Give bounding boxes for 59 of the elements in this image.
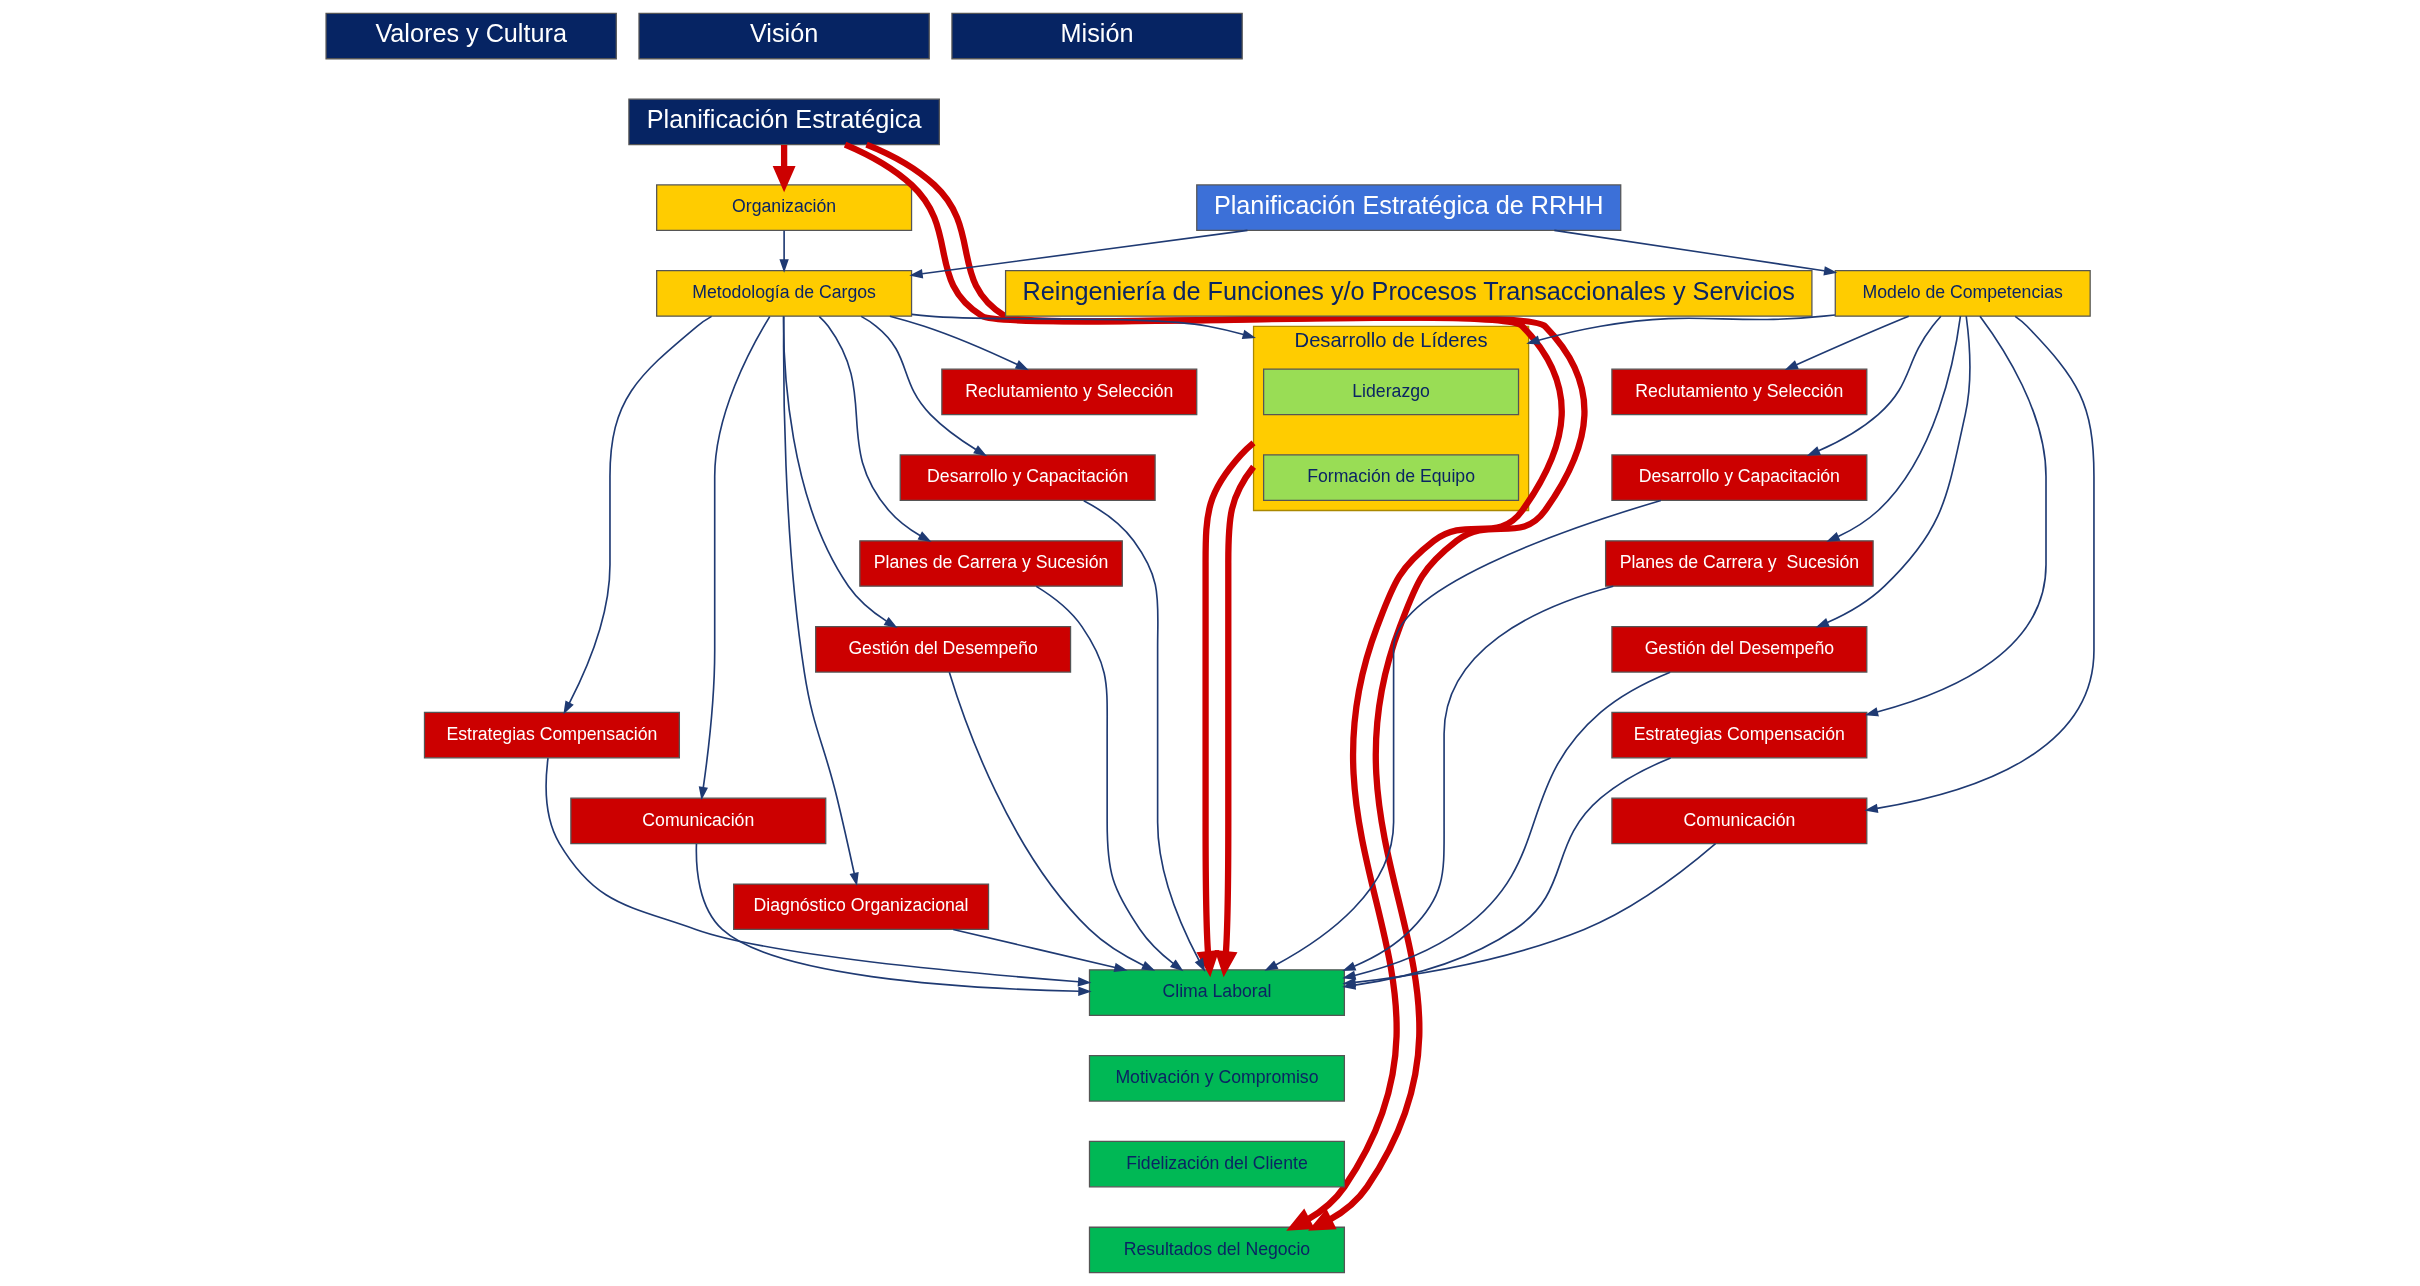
node-box: Reclutamiento y Selección — [941, 368, 1198, 416]
arrow — [1806, 315, 1942, 456]
arrow — [1214, 464, 1257, 978]
node-box: Metodología de Cargos — [656, 270, 913, 317]
arrow — [1342, 585, 1615, 971]
arrow — [1196, 440, 1256, 978]
node-box: Motivación y Compromiso — [1088, 1055, 1346, 1102]
arrow — [1553, 229, 1838, 276]
arrow — [952, 928, 1128, 972]
arrow — [1864, 315, 2047, 717]
arrow — [1342, 842, 1717, 987]
arrow — [909, 229, 1249, 279]
node-box: Estrategias Compensación — [1611, 711, 1868, 759]
arrow — [545, 757, 1092, 987]
arrow — [1082, 499, 1206, 972]
arrow — [1864, 315, 2095, 813]
node-box: Planificación Estratégica de RRHH — [1196, 184, 1622, 231]
node-box: Organización — [656, 184, 913, 231]
node-box: Comunicación — [570, 797, 827, 845]
arrow — [1526, 314, 1836, 345]
arrow — [860, 315, 988, 457]
node-box: Desarrollo y Capacitación — [1611, 454, 1868, 502]
node-box: Fidelización del Cliente — [1088, 1140, 1346, 1188]
node-box: Modelo de Competencias — [1834, 270, 2091, 317]
node-box: Misión — [951, 12, 1243, 60]
arrow — [779, 229, 789, 273]
arrow — [695, 843, 1092, 996]
arrow — [889, 315, 1029, 371]
node-box: Planificación Estratégica — [628, 98, 940, 146]
arrow — [563, 315, 713, 715]
node-box: Comunicación — [1611, 797, 1868, 845]
node-box: Formación de Equipo — [1263, 454, 1520, 502]
arrow — [1342, 671, 1671, 980]
arrow — [782, 315, 859, 887]
arrow — [782, 315, 898, 628]
node-box: Planes de Carrera y Sucesión — [859, 540, 1123, 587]
node-box: Valores y Cultura — [325, 12, 617, 60]
node-box: Reclutamiento y Selección — [1611, 368, 1868, 416]
arrow — [772, 145, 796, 193]
arrow — [818, 315, 932, 542]
node-box: Estrategias Compensación — [423, 711, 680, 759]
arrow — [1826, 315, 1962, 542]
node-box: Desarrollo y Capacitación — [899, 454, 1156, 502]
arrow — [911, 313, 1256, 339]
arrow — [1784, 315, 1910, 371]
node-box: Liderazgo — [1263, 368, 1520, 416]
node-box: Reingeniería de Funciones y/o Procesos Transaccionales y Servicios — [1004, 270, 1813, 317]
arrow — [1815, 315, 1971, 628]
arrow — [948, 671, 1156, 971]
node-box: Gestión del Desempeño — [815, 625, 1072, 673]
arrow — [1264, 499, 1662, 971]
node-box: Resultados del Negocio — [1088, 1226, 1346, 1274]
node-box: Gestión del Desempeño — [1611, 625, 1868, 673]
node-box: Diagnóstico Organizacional — [733, 883, 990, 931]
node-box: Clima Laboral — [1088, 969, 1346, 1016]
node-box: Visión — [638, 12, 930, 60]
node-box: Planes de Carrera y Sucesión — [1604, 540, 1874, 587]
arrow — [698, 315, 771, 801]
arrow — [1035, 585, 1184, 972]
